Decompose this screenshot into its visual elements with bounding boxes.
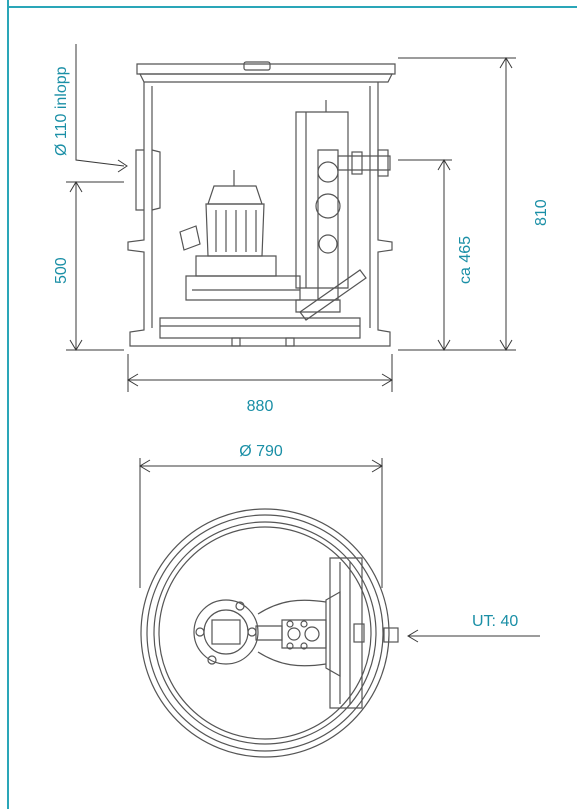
height-500-label: 500: [53, 257, 70, 284]
pipe-fittings: [255, 590, 341, 678]
page-frame: [7, 0, 577, 809]
pump-top: [193, 599, 259, 665]
diameter-790-label: Ø 790: [239, 443, 283, 460]
height-465-label: ca 465: [457, 236, 474, 284]
width-880-label: 880: [247, 398, 274, 415]
height-810-label: 810: [533, 199, 550, 226]
tank-lid: [136, 63, 396, 75]
discharge-pipe: [295, 100, 391, 321]
side-dimensions: [66, 44, 516, 392]
baffle-plate: [329, 557, 365, 709]
inlet-label: Ø 110 inlopp: [53, 66, 70, 156]
tank-base: [159, 317, 361, 339]
top-view: [140, 508, 399, 758]
outlet-label: UT: 40: [472, 613, 518, 630]
side-view: [127, 61, 396, 347]
top-dimensions: [139, 458, 540, 643]
pump: [179, 170, 301, 301]
tank-body: [127, 82, 393, 347]
tank-outer-ring: [140, 508, 390, 758]
